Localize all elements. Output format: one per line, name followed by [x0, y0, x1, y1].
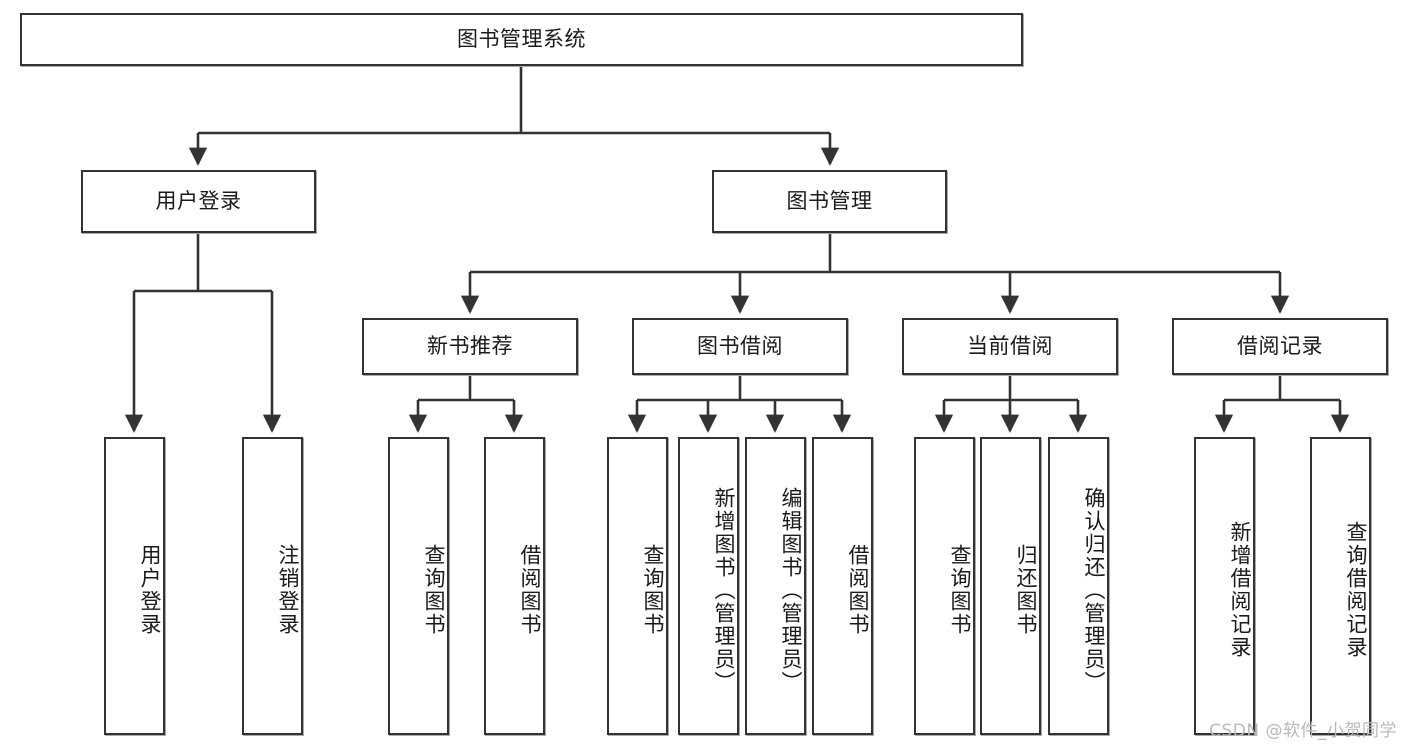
node-book-manage[interactable]: 图书管理	[712, 170, 947, 233]
node-leaf-add-record[interactable]: 新增借阅记录	[1194, 437, 1255, 735]
node-leaf-add-book[interactable]: 新增图书（管理员）	[678, 437, 739, 735]
node-leaf-user-login-label: 用户登录	[138, 544, 162, 636]
node-leaf-borrow-book-1-label: 借阅图书	[518, 544, 542, 636]
node-current-borrow[interactable]: 当前借阅	[902, 318, 1118, 375]
node-leaf-user-login[interactable]: 用户登录	[104, 437, 165, 735]
node-book-borrow[interactable]: 图书借阅	[632, 318, 848, 375]
node-leaf-query-record[interactable]: 查询借阅记录	[1310, 437, 1371, 735]
node-current-borrow-label: 当前借阅	[967, 333, 1053, 358]
node-leaf-query-book-1[interactable]: 查询图书	[388, 437, 449, 735]
node-leaf-query-book-3-label: 查询图书	[948, 544, 972, 636]
node-leaf-query-book-2-label: 查询图书	[641, 544, 665, 636]
node-leaf-add-record-label: 新增借阅记录	[1228, 521, 1252, 659]
node-leaf-edit-book-label: 编辑图书（管理员）	[779, 486, 803, 694]
node-leaf-return-book-label: 归还图书	[1014, 544, 1038, 636]
node-root-label: 图书管理系统	[457, 26, 586, 51]
node-leaf-add-book-label: 新增图书（管理员）	[712, 486, 736, 694]
node-user-login[interactable]: 用户登录	[81, 170, 316, 233]
node-leaf-borrow-book-2-label: 借阅图书	[846, 544, 870, 636]
node-leaf-borrow-book-2[interactable]: 借阅图书	[812, 437, 873, 735]
node-leaf-confirm-return-label: 确认归还（管理员）	[1082, 486, 1106, 694]
node-leaf-logout-label: 注销登录	[276, 544, 300, 636]
csdn-watermark: CSDN @软件_小贺同学	[1209, 721, 1397, 741]
node-leaf-query-book-1-label: 查询图书	[422, 544, 446, 636]
node-leaf-edit-book[interactable]: 编辑图书（管理员）	[745, 437, 806, 735]
node-new-book-rec[interactable]: 新书推荐	[362, 318, 578, 375]
node-new-book-rec-label: 新书推荐	[427, 333, 513, 358]
node-leaf-query-book-2[interactable]: 查询图书	[607, 437, 668, 735]
node-borrow-record[interactable]: 借阅记录	[1172, 318, 1388, 375]
node-leaf-borrow-book-1[interactable]: 借阅图书	[484, 437, 545, 735]
node-borrow-record-label: 借阅记录	[1237, 333, 1323, 358]
node-leaf-query-book-3[interactable]: 查询图书	[914, 437, 975, 735]
node-leaf-confirm-return[interactable]: 确认归还（管理员）	[1048, 437, 1109, 735]
node-book-manage-label: 图书管理	[786, 188, 873, 213]
node-leaf-query-record-label: 查询借阅记录	[1344, 521, 1368, 659]
node-leaf-logout[interactable]: 注销登录	[242, 437, 303, 735]
node-book-borrow-label: 图书借阅	[697, 333, 783, 358]
node-root[interactable]: 图书管理系统	[20, 13, 1023, 66]
node-leaf-return-book[interactable]: 归还图书	[980, 437, 1041, 735]
node-user-login-label: 用户登录	[155, 188, 242, 213]
